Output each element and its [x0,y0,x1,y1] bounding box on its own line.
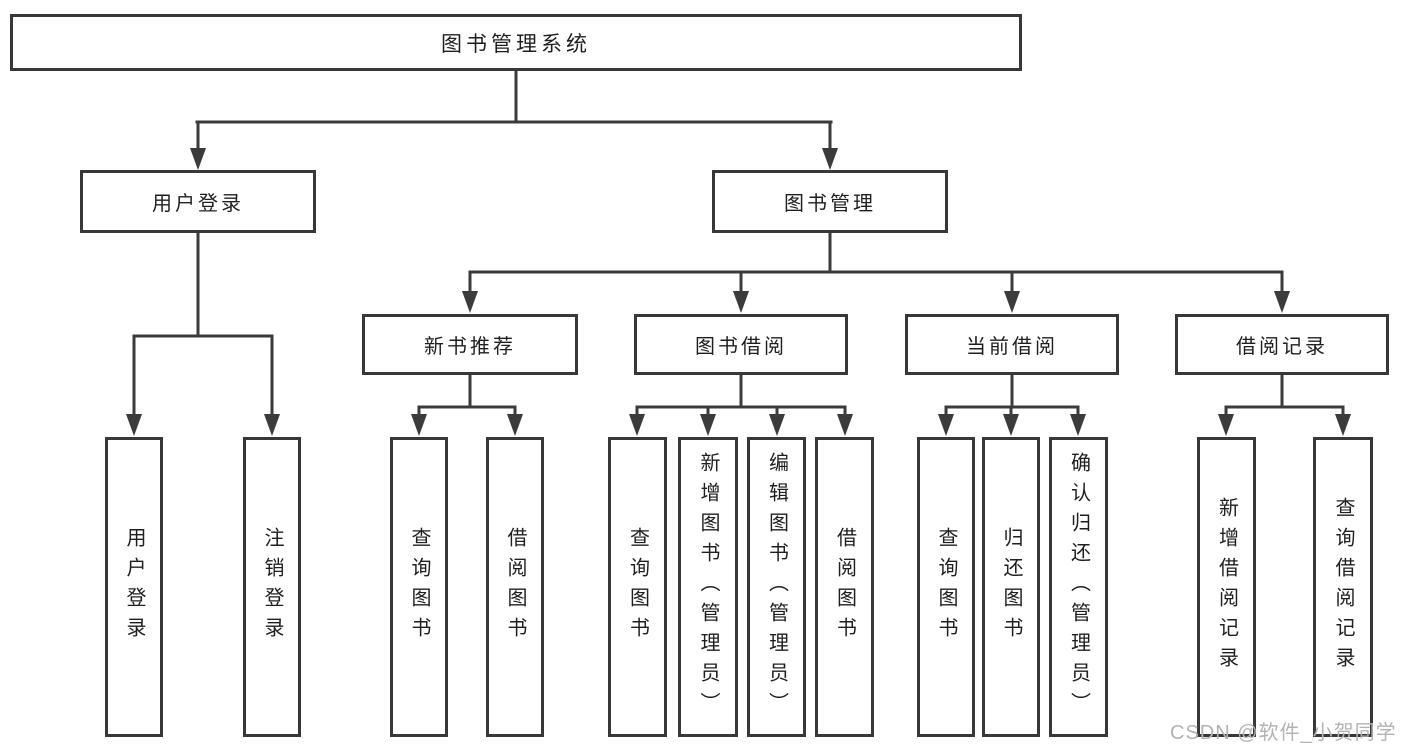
csdn-watermark: CSDN @软件_小贺同学 [1170,722,1397,744]
node-library-management-system: 图书管理系统 [10,14,1022,71]
leaf-label: 查询图书 [935,527,957,647]
leaf-label: 确认归还（管理员） [1067,452,1090,722]
node-new-book-recommend: 新书推荐 [362,314,578,375]
leaf-label: 归还图书 [1000,527,1022,647]
node-label: 借阅记录 [1236,336,1328,358]
node-label: 当前借阅 [966,336,1058,358]
node-label: 图书借阅 [695,336,787,358]
leaf-label: 查询图书 [626,527,649,647]
leaf-label: 新增借阅记录 [1215,497,1238,677]
leaf-label: 借阅图书 [504,527,526,647]
node-label: 用户登录 [152,193,244,215]
leaf-edit-books-admin: 编辑图书（管理员） [747,437,806,737]
node-user-login: 用户登录 [80,170,316,233]
leaf-logout: 注销登录 [243,437,301,737]
node-borrow-records: 借阅记录 [1175,314,1389,375]
node-label: 图书管理系统 [441,32,591,56]
leaf-query-books-borrow: 查询图书 [608,437,667,737]
node-label: 新书推荐 [424,336,516,358]
leaf-query-books-current: 查询图书 [917,437,975,737]
leaf-confirm-return-admin: 确认归还（管理员） [1049,437,1108,737]
leaf-query-books-recommend: 查询图书 [390,437,448,737]
leaf-label: 借阅图书 [833,527,856,647]
leaf-label: 注销登录 [261,527,283,647]
node-book-borrow: 图书借阅 [634,314,848,375]
node-label: 图书管理 [784,193,876,215]
leaf-user-login: 用户登录 [105,437,163,737]
leaf-label: 编辑图书（管理员） [765,452,788,722]
leaf-add-books-admin: 新增图书（管理员） [678,437,738,737]
leaf-return-books: 归还图书 [982,437,1040,737]
leaf-borrow-books: 借阅图书 [815,437,874,737]
node-current-borrow: 当前借阅 [905,314,1119,375]
leaf-label: 查询借阅记录 [1332,497,1354,677]
leaf-add-borrow-record: 新增借阅记录 [1197,437,1256,737]
leaf-label: 新增图书（管理员） [697,452,719,722]
leaf-label: 用户登录 [123,527,145,647]
node-book-management: 图书管理 [712,170,948,233]
leaf-label: 查询图书 [408,527,430,647]
leaf-borrow-books-recommend: 借阅图书 [486,437,544,737]
leaf-query-borrow-record: 查询借阅记录 [1313,437,1373,737]
